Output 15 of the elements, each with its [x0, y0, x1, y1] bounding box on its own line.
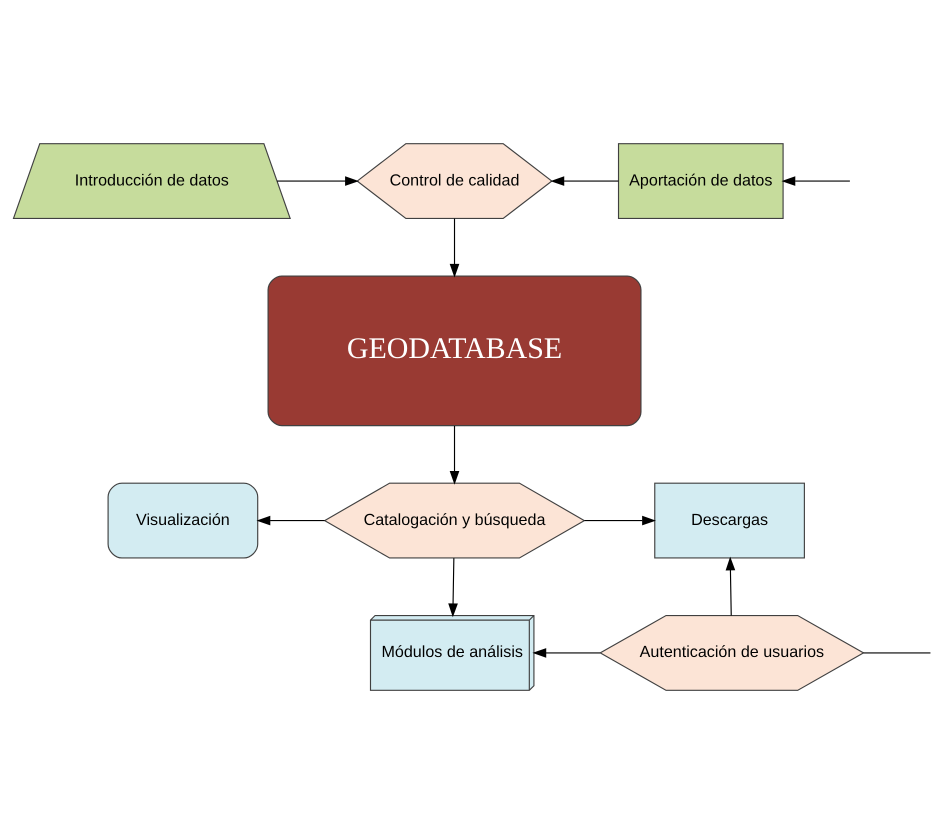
arrow: [448, 558, 458, 618]
connector: [862, 652, 930, 654]
node-box: GEODATABASE: [267, 275, 642, 426]
arrow: [276, 176, 358, 186]
node-box: Aportación de datos: [617, 143, 784, 220]
arrow: [449, 218, 459, 278]
arrow: [532, 648, 600, 658]
arrow: [780, 176, 850, 186]
arrow: [256, 516, 324, 526]
arrow: [584, 516, 656, 526]
arrow: [725, 556, 735, 616]
node-box: Visualización: [107, 482, 258, 559]
arrow: [550, 176, 618, 186]
node-box: Descargas: [654, 482, 804, 559]
arrow: [449, 426, 459, 485]
